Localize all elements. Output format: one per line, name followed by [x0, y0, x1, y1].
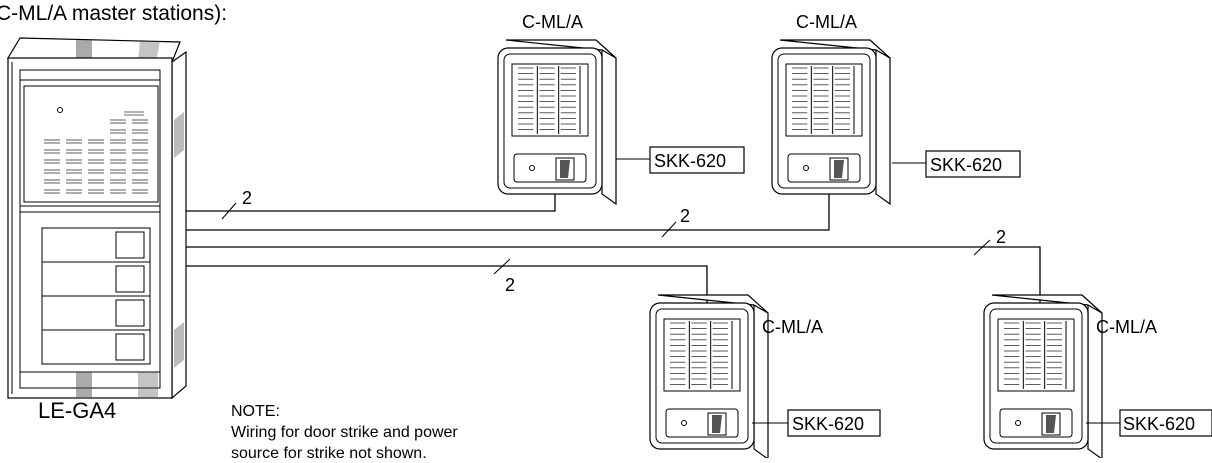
wire-1-conductor-count: 2 — [242, 188, 252, 208]
wire-4-conductor-count: 2 — [996, 227, 1006, 247]
wire-to-station-4: 2 — [186, 227, 1041, 306]
accessory-box-4: SKK-620 — [1086, 409, 1212, 437]
door-station-le-ga4 — [6, 37, 187, 400]
note-heading: NOTE: — [231, 403, 280, 420]
accessory-4-label: SKK-620 — [1123, 414, 1195, 434]
note-line-1: Wiring for door strike and power — [231, 424, 458, 441]
accessory-box-1: SKK-620 — [616, 146, 745, 174]
master-station-1 — [497, 39, 617, 206]
call-button-4 — [41, 329, 151, 365]
master-station-2 — [771, 39, 891, 206]
wire-3-conductor-count: 2 — [505, 275, 515, 295]
station-3-label: C-ML/A — [762, 317, 823, 337]
accessory-2-label: SKK-620 — [930, 155, 1002, 175]
accessory-3-label: SKK-620 — [792, 414, 864, 434]
master-station-4 — [983, 294, 1103, 461]
accessory-box-3: SKK-620 — [752, 409, 881, 437]
note-block: NOTE: Wiring for door strike and power s… — [231, 403, 458, 462]
heading-fragment: C-ML/A master stations): — [0, 2, 227, 25]
wire-to-station-2: 2 — [186, 186, 830, 238]
wire-to-station-3: 2 — [186, 258, 708, 308]
station-1-label: C-ML/A — [522, 12, 583, 32]
wire-2-conductor-count: 2 — [680, 206, 690, 226]
master-station-3 — [649, 294, 769, 461]
door-station-label: LE-GA4 — [38, 398, 116, 423]
station-4-label: C-ML/A — [1096, 317, 1157, 337]
note-line-2: source for strike not shown. — [231, 445, 427, 458]
wire-to-station-1: 2 — [186, 188, 556, 220]
accessory-1-label: SKK-620 — [654, 151, 726, 171]
accessory-box-2: SKK-620 — [892, 150, 1021, 178]
station-2-label: C-ML/A — [796, 12, 857, 32]
